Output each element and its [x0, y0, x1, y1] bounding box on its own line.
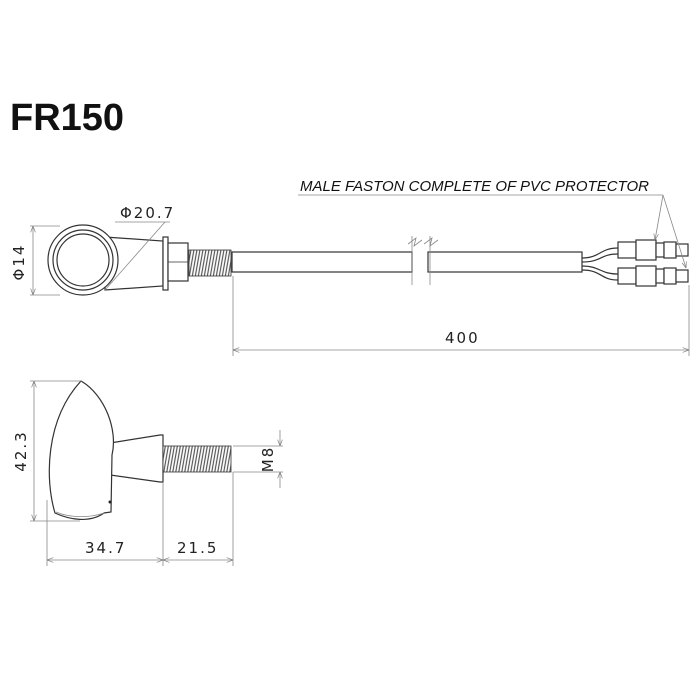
product-title: FR150 — [10, 97, 124, 139]
connector-note: MALE FASTON COMPLETE OF PVC PROTECTOR — [300, 178, 649, 195]
thread-size-label: M8 — [259, 446, 277, 473]
faston-connector — [617, 265, 689, 287]
side-view: 42.3 M8 34.7 21.5 — [12, 380, 283, 566]
faston-connector — [617, 239, 689, 261]
height-label: 42.3 — [12, 430, 30, 471]
top-view: MALE FASTON COMPLETE OF PVC PROTECTOR Φ2… — [10, 178, 690, 356]
ring-diameter-label: Φ20.7 — [120, 204, 175, 222]
thread-length-label: 21.5 — [177, 539, 218, 557]
cable-length-label: 400 — [445, 329, 480, 347]
lens-diameter-label: Φ14 — [10, 244, 28, 281]
body-length-label: 34.7 — [85, 539, 126, 557]
